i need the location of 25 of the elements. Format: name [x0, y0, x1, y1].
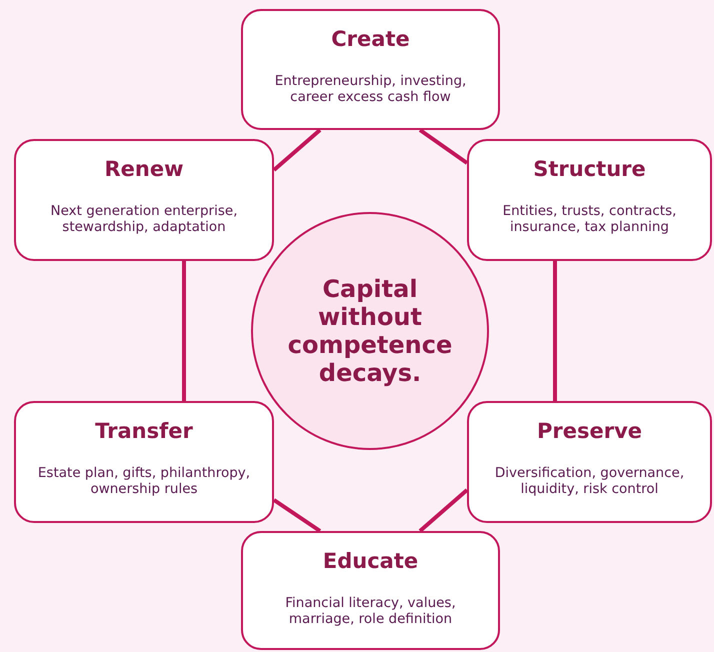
center-text: Capital without competence decays.	[286, 275, 454, 387]
stage-box	[14, 139, 274, 261]
connector-line	[553, 261, 557, 401]
stage-box	[241, 531, 500, 650]
stage-description: Entrepreneurship, investing, career excess cash flow	[274, 73, 468, 105]
connector-line	[418, 488, 468, 532]
stage-description: Financial literacy, values, marriage, role definition	[284, 595, 457, 627]
stage-title: Renew	[104, 157, 184, 181]
stage-box	[241, 9, 500, 130]
stage-box	[14, 401, 274, 523]
stage-title: Structure	[533, 157, 646, 181]
connector-line	[272, 498, 322, 533]
connector-line	[272, 128, 322, 172]
stage-description: Diversification, governance, liquidity, risk control	[494, 465, 686, 497]
stage-box	[467, 139, 712, 261]
connector-line	[182, 261, 186, 401]
stage-description: Next generation enterprise, stewardship, adaptation	[50, 203, 238, 235]
stage-description: Estate plan, gifts, philanthropy, ownership rules	[36, 465, 252, 497]
connector-line	[418, 128, 468, 165]
stage-box	[467, 401, 712, 523]
stage-title: Transfer	[95, 419, 193, 443]
stage-title: Create	[331, 27, 410, 51]
stage-description: Entities, trusts, contracts, insurance, tax planning	[502, 203, 678, 235]
stage-title: Educate	[322, 549, 418, 573]
stage-title: Preserve	[536, 419, 642, 443]
